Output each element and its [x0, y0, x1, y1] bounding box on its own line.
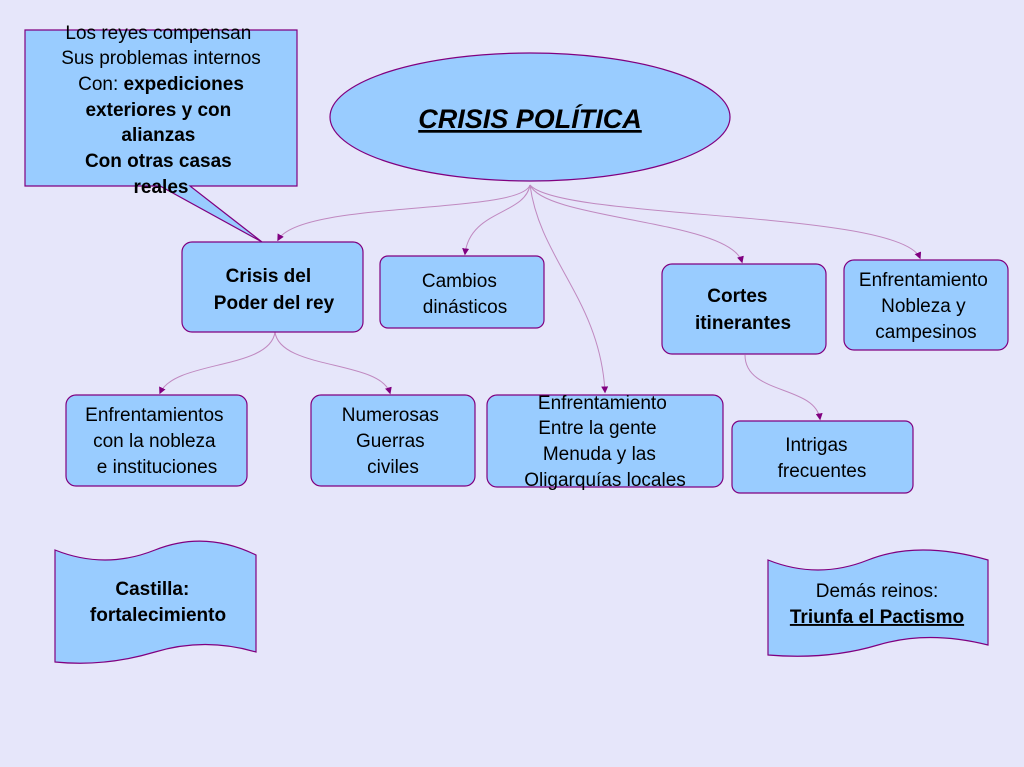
node-nobleza-campesinos: Enfrentamiento Nobleza y campesinos [843, 259, 1009, 351]
node-cortes-itinerantes: Cortes itinerantes [661, 263, 827, 355]
svg-text:Enfrentamiento Nobleza y: Enfrentamiento Nobleza y campesinos [859, 270, 993, 343]
connector-title-crisis-poder [277, 184, 531, 242]
cambios-line-2: dinásticos [423, 297, 508, 318]
cortes-line-2: itinerantes [695, 313, 791, 334]
nobleza-campesinos-line-1: Enfrentamiento [859, 270, 988, 291]
connector-title-oligarquias [529, 184, 609, 394]
enfrent-nobleza-line-1: Enfrentamientos [85, 405, 223, 426]
callout-line-4: exteriores y con [85, 100, 231, 121]
castilla-line-2: fortalecimiento [90, 605, 226, 626]
node-guerras-civiles: Numerosas Guerras civiles [310, 394, 476, 487]
connector-crisis-guerras [274, 331, 392, 395]
node-cambios-dinasticos: Cambios dinásticos [379, 255, 545, 329]
demas-line-1: Demás reinos: [816, 581, 939, 602]
oligarquias-line-2: Entre la gente [538, 418, 656, 439]
crisis-poder-line-2: Poder del rey [214, 293, 335, 314]
connector-cortes-intrigas [744, 354, 823, 421]
connector-title-cambios [462, 184, 531, 256]
nobleza-campesinos-line-3: campesinos [875, 322, 976, 343]
title-node: CRISIS POLÍTICA [329, 52, 731, 182]
node-crisis-poder: Crisis del Poder del rey [181, 241, 364, 333]
oligarquias-line-4: Oligarquías locales [524, 470, 686, 491]
callout-line-3-bold: expediciones [124, 74, 244, 95]
svg-text:Los reyes compensan Sus: Los reyes compensan Sus problemas intern… [61, 23, 261, 69]
enfrent-nobleza-line-3: e instituciones [97, 457, 217, 478]
callout-line-7: reales [134, 177, 189, 198]
guerras-line-1: Numerosas [342, 405, 439, 426]
node-oligarquias: Enfrentamiento Entre la gente Menuda y l… [486, 393, 724, 491]
cambios-line-1: Cambios [422, 271, 497, 292]
callout-line-2: Sus problemas internos [61, 48, 261, 69]
svg-text:Numerosas Guerras: Numerosas Guerras civiles [342, 405, 444, 478]
intrigas-line-2: frecuentes [778, 461, 867, 482]
intrigas-line-1: Intrigas [785, 435, 847, 456]
node-enfrentamientos-nobleza: Enfrentamientos con la nobleza e institu… [65, 394, 248, 487]
guerras-line-3: civiles [367, 457, 419, 478]
svg-text:Intrigas frecuentes: Intrigas frecuentes [778, 435, 867, 482]
svg-text:Castilla: fortalecimient: Castilla: fortalecimiento [90, 579, 226, 626]
connectors [159, 184, 922, 421]
connector-title-nobleza-campesinos [529, 184, 922, 260]
title-text: CRISIS POLÍTICA [418, 103, 642, 134]
svg-text:Crisis del Poder del rey: Crisis del Poder del rey [214, 266, 335, 314]
note-demas-reinos: Demás reinos: Triunfa el Pactismo [767, 549, 989, 657]
callout-line-3-prefix: Con: [78, 74, 123, 95]
svg-text:Enfrentamiento Entre la: Enfrentamiento Entre la gente Menuda y l… [524, 393, 686, 491]
svg-text:exteriores y con alianza: exteriores y con alianzas Con otras casa… [85, 100, 237, 198]
svg-text:Cambios dinásticos: Cambios dinásticos [422, 271, 507, 318]
callout-box: Los reyes compensan Sus problemas intern… [24, 23, 298, 243]
nobleza-campesinos-line-2: Nobleza y [881, 296, 966, 317]
crisis-poder-line-1: Crisis del [226, 266, 312, 287]
callout-line-1: Los reyes compensan [65, 23, 251, 44]
connector-title-cortes [529, 184, 744, 264]
node-intrigas: Intrigas frecuentes [731, 420, 914, 494]
demas-line-2: Triunfa el Pactismo [790, 607, 964, 628]
oligarquias-line-3: Menuda y las [543, 444, 656, 465]
oligarquias-line-1: Enfrentamiento [538, 393, 667, 414]
castilla-line-1: Castilla: [115, 579, 189, 600]
callout-line-6: Con otras casas [85, 151, 232, 172]
cortes-line-1: Cortes [707, 286, 767, 307]
enfrent-nobleza-line-2: con la nobleza [93, 431, 216, 452]
svg-text:Enfrentamientos con la n: Enfrentamientos con la nobleza e institu… [85, 405, 229, 478]
callout-line-5: alianzas [121, 125, 195, 146]
note-castilla: Castilla: fortalecimiento [54, 540, 257, 664]
callout-line-3: Con: expediciones [78, 74, 244, 95]
svg-text:Cortes itinerantes: Cortes itinerantes [695, 286, 791, 334]
guerras-line-2: Guerras [356, 431, 425, 452]
connector-crisis-enfrent-nobleza [159, 331, 276, 395]
